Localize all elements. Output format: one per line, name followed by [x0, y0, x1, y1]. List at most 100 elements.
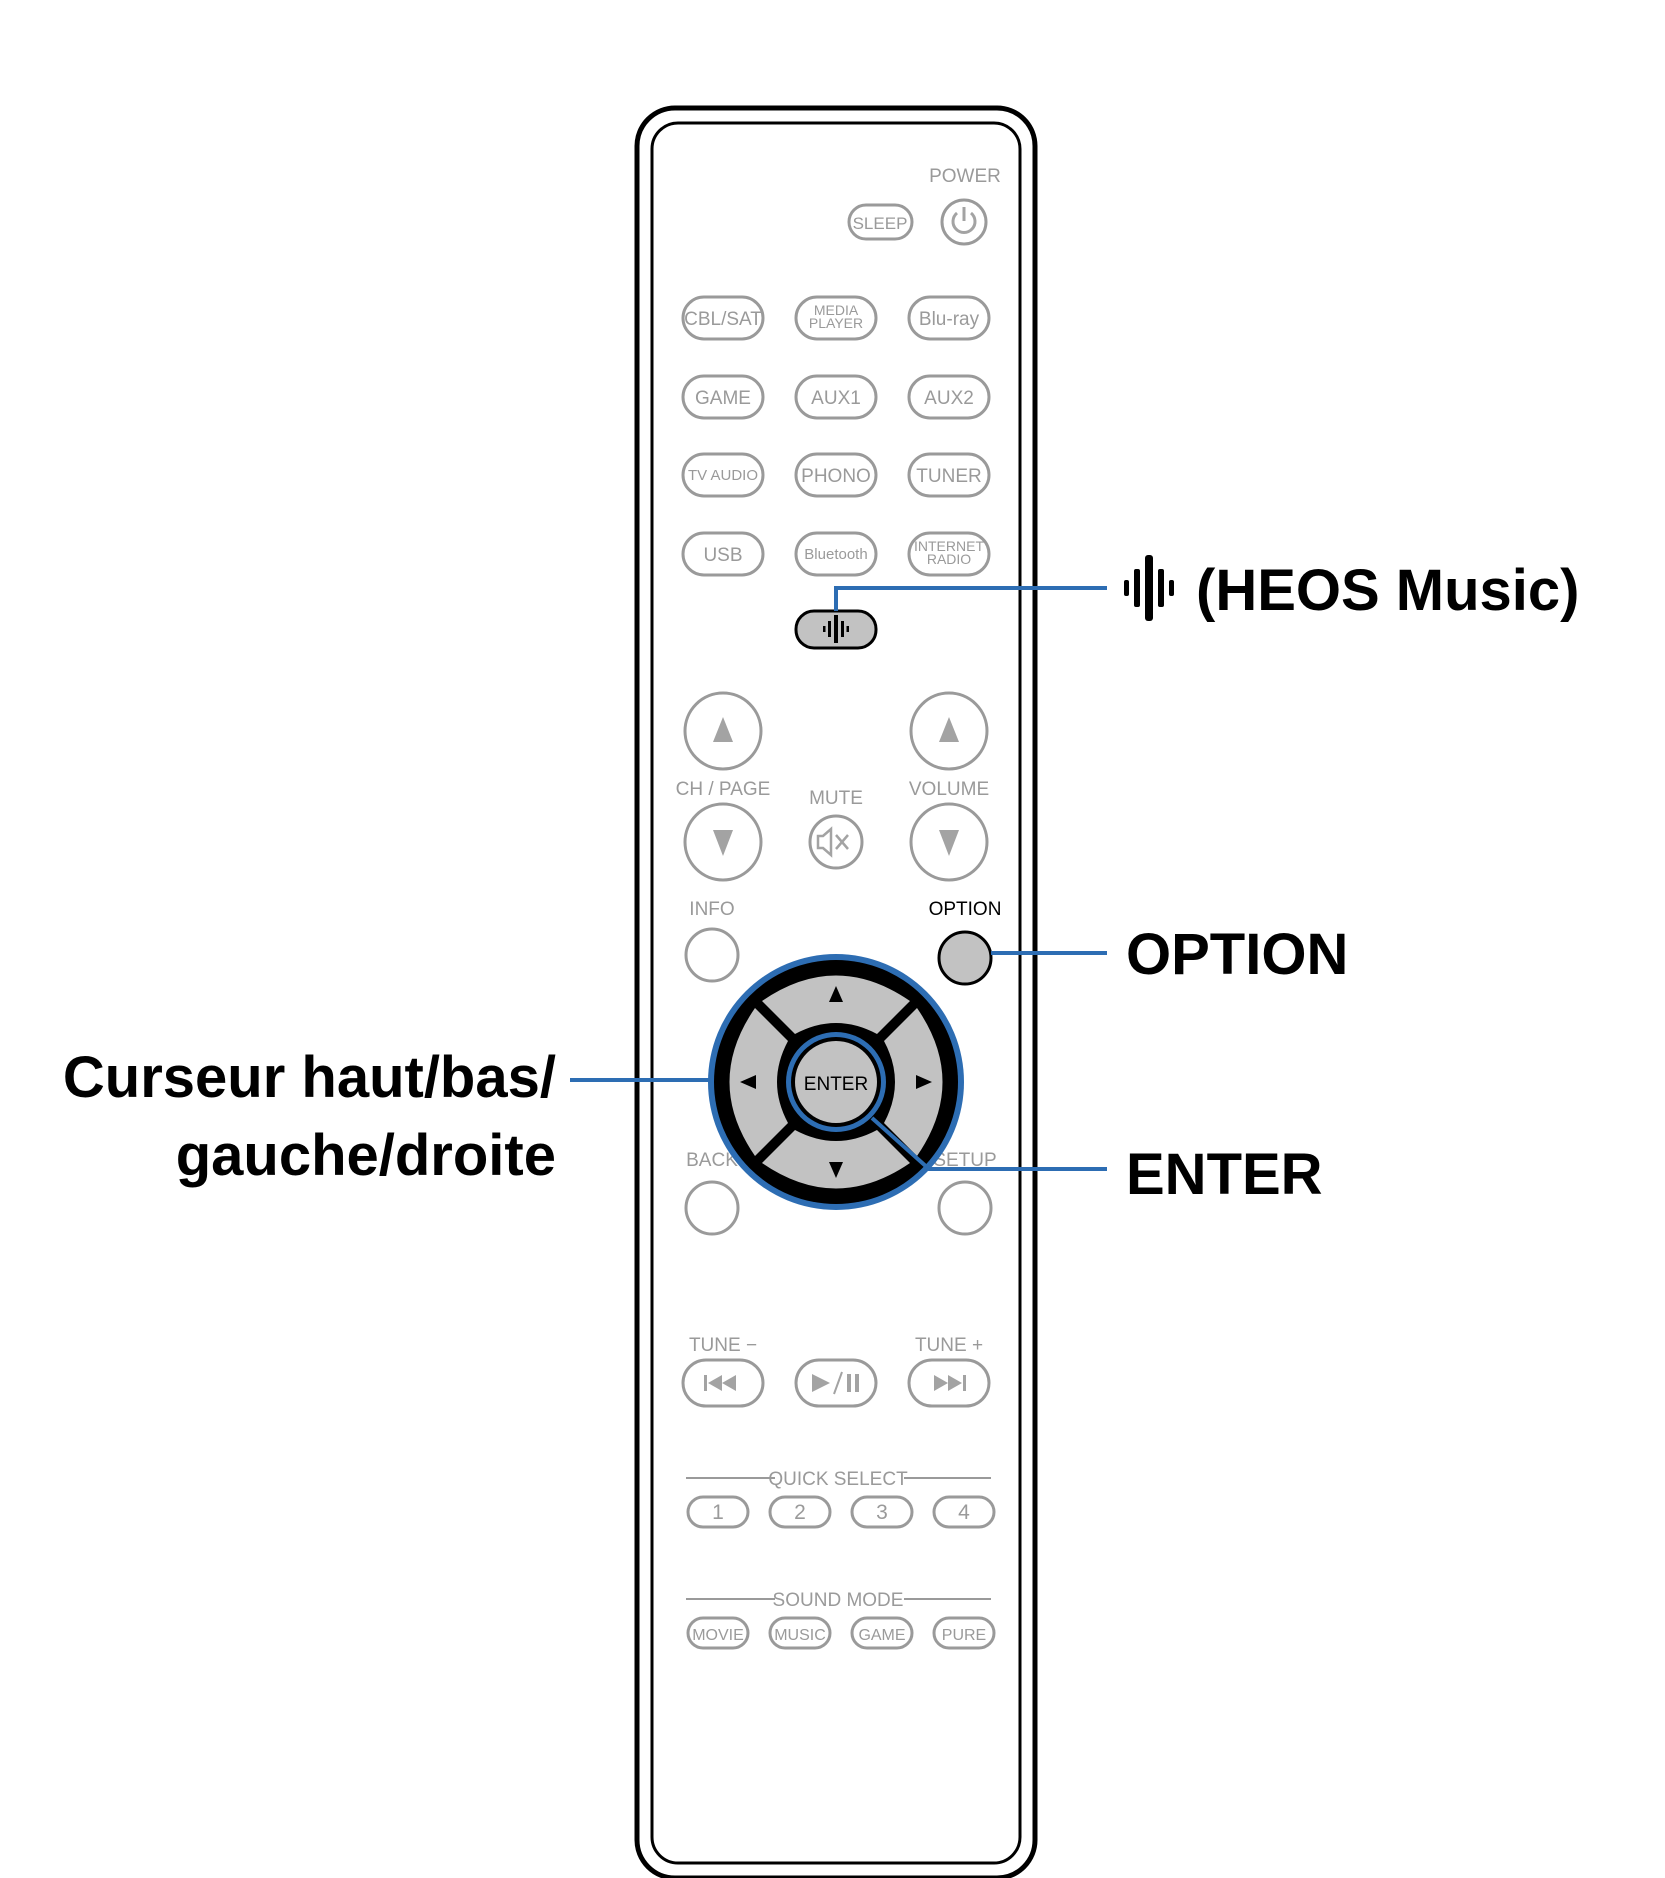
skip-forward-icon — [934, 1375, 966, 1391]
mute-icon — [816, 826, 849, 858]
sleep-button[interactable]: SLEEP — [847, 203, 914, 241]
source-button-label: Blu-ray — [919, 309, 980, 330]
next-button[interactable] — [907, 1358, 991, 1408]
back-button[interactable] — [684, 1180, 740, 1236]
source-button-blu-ray[interactable]: Blu-ray — [907, 295, 991, 341]
source-button-label: AUX2 — [924, 388, 974, 409]
callout-option: OPTION — [991, 922, 1348, 987]
sound-mode-button-label: MUSIC — [774, 1627, 826, 1644]
sound-mode-button-game[interactable]: GAME — [850, 1616, 914, 1650]
back-label: BACK — [686, 1150, 738, 1171]
arrow-up-icon — [713, 717, 733, 742]
ch-page-label: CH / PAGE — [676, 779, 771, 800]
source-button-label: USB — [703, 545, 742, 566]
source-button-label: Bluetooth — [804, 546, 867, 563]
heos-icon — [823, 615, 849, 643]
arrow-down-icon — [713, 830, 733, 856]
arrow-up-icon — [829, 986, 843, 1002]
quick-select-title: QUICK SELECT — [768, 1469, 908, 1490]
arrow-down-icon — [829, 1162, 843, 1178]
sound-mode-title: SOUND MODE — [773, 1590, 904, 1611]
callout-enter: ENTER — [870, 1116, 1323, 1207]
power-icon — [951, 207, 977, 234]
sound-mode-button-pure[interactable]: PURE — [932, 1616, 996, 1650]
source-button-game[interactable]: GAME — [681, 374, 765, 420]
cursor-down-button[interactable] — [762, 1130, 910, 1189]
skip-back-icon — [704, 1375, 736, 1391]
heos-music-button[interactable] — [794, 609, 878, 650]
ch-page-down-button[interactable] — [683, 802, 763, 882]
callout-cursor: Curseur haut/bas/ gauche/droite — [63, 1045, 710, 1188]
quick-select-button-3[interactable]: 3 — [850, 1495, 914, 1529]
source-button-label: AUX1 — [811, 388, 861, 409]
power-button[interactable] — [940, 198, 988, 246]
option-callout-text: OPTION — [1126, 922, 1348, 987]
play-pause-button[interactable] — [794, 1358, 878, 1408]
power-label: POWER — [929, 166, 1001, 187]
arrow-left-icon — [740, 1075, 756, 1089]
source-button-tuner[interactable]: TUNER — [907, 452, 991, 498]
source-button-aux1[interactable]: AUX1 — [794, 374, 878, 420]
tune-minus-label: TUNE − — [689, 1335, 757, 1356]
source-button-usb[interactable]: USB — [681, 531, 765, 577]
sound-mode-buttons: MOVIE MUSIC GAME PURE — [686, 1616, 996, 1650]
mute-button[interactable] — [808, 814, 864, 870]
info-button[interactable] — [684, 927, 740, 983]
quick-select-button-4[interactable]: 4 — [932, 1495, 996, 1529]
quick-select-button-label: 3 — [876, 1501, 888, 1524]
volume-down-button[interactable] — [909, 802, 989, 882]
heos-icon — [1124, 555, 1174, 621]
setup-label: SETUP — [933, 1150, 996, 1171]
arrow-down-icon — [939, 830, 959, 856]
sleep-label: SLEEP — [853, 214, 908, 233]
volume-up-button[interactable] — [909, 691, 989, 771]
previous-button[interactable] — [681, 1358, 765, 1408]
setup-button[interactable] — [937, 1180, 993, 1236]
source-button-bluetooth[interactable]: Bluetooth — [794, 531, 878, 577]
cursor-up-button[interactable] — [762, 975, 910, 1035]
quick-select-button-1[interactable]: 1 — [686, 1495, 750, 1529]
enter-label: ENTER — [804, 1074, 868, 1095]
play-pause-icon — [812, 1371, 859, 1395]
arrow-right-icon — [916, 1075, 932, 1089]
ch-page-up-button[interactable] — [683, 691, 763, 771]
cursor-callout-line2: gauche/droite — [176, 1123, 556, 1188]
heos-callout-text: (HEOS Music) — [1196, 558, 1580, 623]
enter-callout-text: ENTER — [1126, 1142, 1323, 1207]
source-button-label: TV AUDIO — [688, 467, 758, 484]
mute-label: MUTE — [809, 788, 863, 809]
sound-mode-button-music[interactable]: MUSIC — [768, 1616, 832, 1650]
arrow-up-icon — [939, 717, 959, 742]
source-button-label: CBL/SAT — [684, 309, 762, 330]
enter-button[interactable]: ENTER — [786, 1032, 886, 1132]
cursor-callout-line1: Curseur haut/bas/ — [63, 1045, 556, 1110]
option-label: OPTION — [929, 899, 1002, 920]
info-label: INFO — [689, 899, 734, 920]
source-button-label: GAME — [695, 388, 751, 409]
sound-mode-button-movie[interactable]: MOVIE — [686, 1616, 750, 1650]
sound-mode-button-label: MOVIE — [692, 1627, 744, 1644]
option-button[interactable] — [937, 930, 993, 986]
source-button-label: TUNER — [916, 466, 981, 487]
cursor-right-button[interactable] — [884, 1008, 943, 1156]
cursor-left-button[interactable] — [729, 1008, 789, 1156]
volume-label: VOLUME — [909, 779, 989, 800]
sound-mode-button-label: PURE — [942, 1627, 986, 1644]
source-button-tv-audio[interactable]: TV AUDIO — [681, 452, 765, 498]
quick-select-button-label: 4 — [958, 1501, 970, 1524]
source-button-phono[interactable]: PHONO — [794, 452, 878, 498]
callout-heos: (HEOS Music) — [834, 555, 1580, 623]
source-button-aux2[interactable]: AUX2 — [907, 374, 991, 420]
source-button-label: PHONO — [801, 466, 871, 487]
cursor-pad: ENTER — [708, 954, 964, 1210]
source-button-cbl-sat[interactable]: CBL/SAT — [681, 295, 765, 341]
quick-select-button-2[interactable]: 2 — [768, 1495, 832, 1529]
tune-plus-label: TUNE + — [915, 1335, 983, 1356]
